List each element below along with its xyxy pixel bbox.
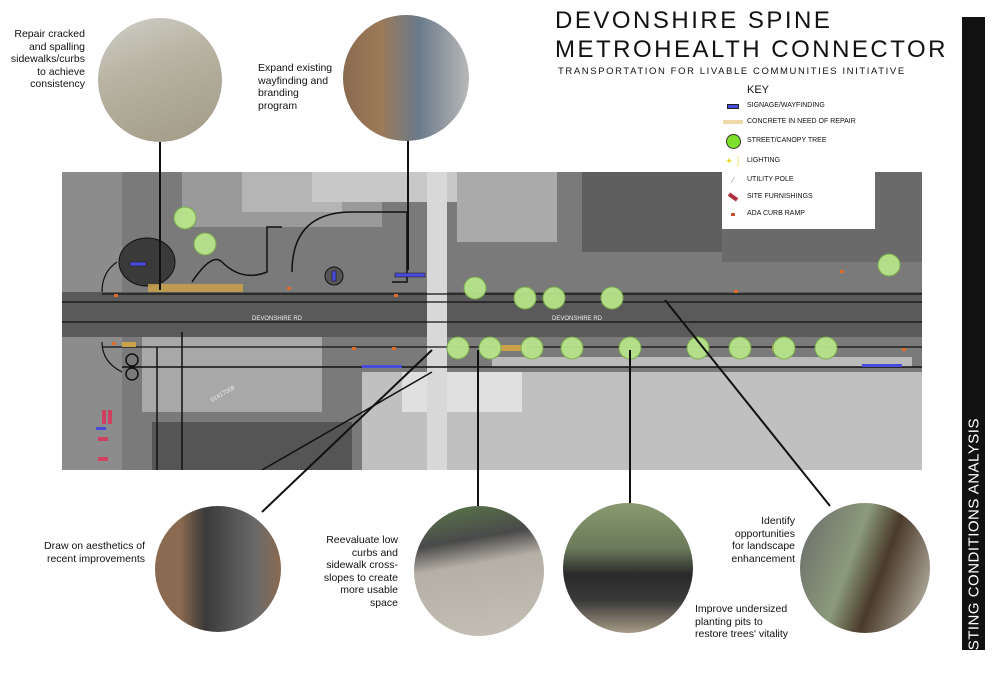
annotation-landscape: Identify opportunities for landscape enh… [731, 515, 795, 565]
key-item-lighting: ✦ ┆ LIGHTING [722, 154, 875, 168]
concrete-hatch-icon [722, 115, 744, 129]
section-label: EXISTING CONDITIONS ANALYSIS [965, 418, 982, 676]
photo-landscape-enhancement [800, 503, 930, 633]
street-label-east: DEVONSHIRE RD [552, 316, 603, 322]
ada-ramp-icon [722, 207, 744, 221]
key-item-site-furnishings: SITE FURNISHINGS [722, 190, 875, 204]
tree-icon [722, 133, 744, 149]
key-title: KEY [747, 84, 770, 96]
annotation-planting-pits: Improve undersized planting pits to rest… [695, 603, 789, 640]
street-label-west: DEVONSHIRE RD [252, 316, 303, 322]
annotation-expand-wayfinding: Expand existing wayfinding and branding … [258, 62, 333, 112]
subtitle: TRANSPORTATION FOR LIVABLE COMMUNITIES I… [558, 66, 906, 77]
photo-planting-pits [563, 503, 693, 633]
title-line-1: DEVONSHIRE SPINE [555, 7, 833, 34]
key-item-tree: STREET/CANOPY TREE [722, 133, 875, 149]
signage-icon [722, 99, 744, 113]
photo-wayfinding-sign [343, 15, 469, 141]
photo-low-curbs [414, 506, 544, 636]
section-sidebar: EXISTING CONDITIONS ANALYSIS [962, 17, 985, 676]
lighting-icon: ✦ ┆ [725, 155, 741, 166]
annotation-repair-sidewalks: Repair cracked and spalling sidewalks/cu… [10, 28, 85, 90]
photo-recent-improvements [155, 506, 281, 632]
annotation-aesthetics: Draw on aesthetics of recent improvement… [44, 540, 145, 565]
utility-pole-icon: ⁄ [732, 175, 734, 185]
annotation-reevaluate-curbs: Reevaluate low curbs and sidewalk cross-… [323, 534, 398, 609]
key-item-ada-ramp: ADA CURB RAMP [722, 207, 875, 221]
site-furnishings-icon [722, 190, 744, 204]
photo-cracked-sidewalk [98, 18, 222, 142]
key-item-signage: SIGNAGE/WAYFINDING [722, 99, 875, 113]
title-line-2: METROHEALTH CONNECTOR [555, 36, 948, 63]
key-item-concrete: CONCRETE IN NEED OF REPAIR [722, 115, 875, 129]
key-item-utility-pole: ⁄ UTILITY POLE [722, 173, 875, 187]
map-key: KEY SIGNAGE/WAYFINDING CONCRETE IN NEED … [722, 84, 875, 229]
